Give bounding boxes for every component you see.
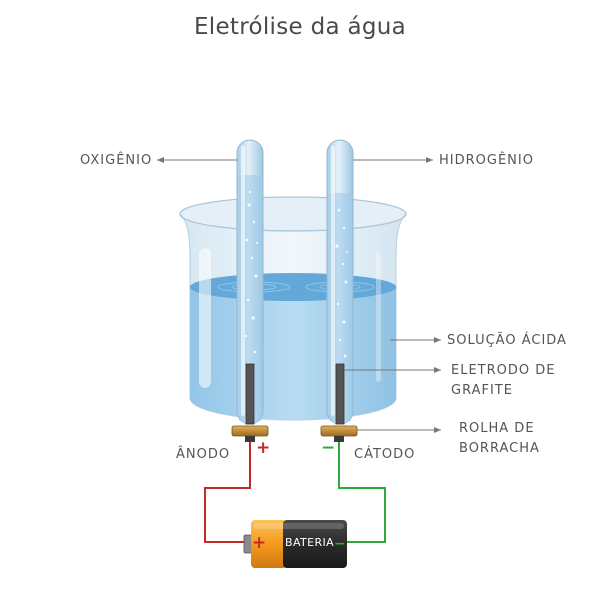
diagram-title: Eletrólise da água: [193, 14, 407, 40]
graphite-electrode-label-line1: ELETRODO DE: [451, 363, 556, 378]
tube-highlight: [241, 146, 245, 416]
battery-shine: [254, 523, 344, 529]
acid-solution-label: SOLUÇÃO ÁCIDA: [447, 333, 567, 348]
battery-minus-sign: −: [334, 536, 347, 552]
battery-orange-section: [251, 520, 287, 568]
rubber-stopper-label-line2: BORRACHA: [459, 441, 540, 456]
battery-cap: [243, 534, 253, 554]
hydrogen-label: HIDROGÊNIO: [439, 153, 534, 168]
battery-label: BATERIA: [285, 536, 335, 549]
glass-highlight: [199, 248, 211, 388]
cathode-label: CÁTODO: [354, 447, 416, 462]
rubber-stopper-label-line1: ROLHA DE: [459, 421, 535, 436]
anode-graphite-electrode: [245, 363, 255, 425]
gas-bubbles: [244, 190, 348, 358]
anode-plus-sign: +: [256, 438, 272, 458]
water-surface: [190, 273, 396, 301]
oxygen-label: OXIGÊNIO: [80, 153, 153, 168]
battery-plus-sign: +: [252, 533, 268, 553]
acid-solution-water: [190, 287, 396, 420]
negative-wire: [338, 442, 386, 543]
positive-wire: [204, 442, 251, 543]
electrode-terminal: [334, 436, 344, 442]
rubber-stopper-left: [231, 425, 269, 437]
tube-highlight: [331, 146, 335, 416]
glass-highlight: [376, 252, 381, 382]
rubber-stopper-right: [320, 425, 358, 437]
electrode-terminal: [245, 436, 255, 442]
cathode-minus-sign: −: [321, 438, 337, 458]
cathode-graphite-electrode: [335, 363, 345, 425]
anode-label: ÂNODO: [176, 447, 231, 462]
battery-dark-section: [283, 520, 347, 568]
graphite-electrode-label-line2: GRAFITE: [451, 383, 513, 398]
